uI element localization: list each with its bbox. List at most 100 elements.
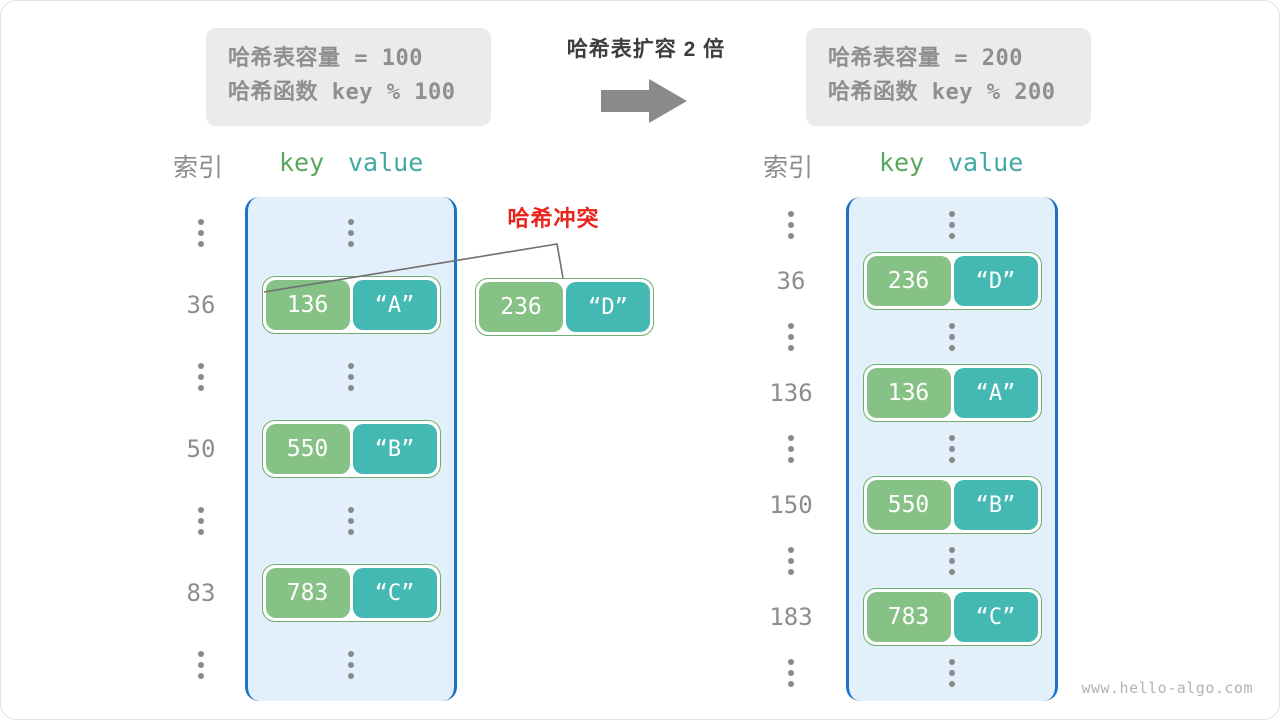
dot — [348, 385, 354, 391]
capacity-line-before: 哈希表容量 = 100 — [228, 46, 423, 71]
vertical-ellipsis-icon — [198, 219, 204, 247]
left-value-header: value — [348, 148, 424, 177]
index-ellipsis — [751, 533, 831, 589]
key-value-pair: 783“C” — [862, 588, 1042, 646]
bucket-ellipsis — [248, 197, 454, 269]
dot — [198, 363, 204, 369]
dot — [949, 681, 955, 687]
dot — [949, 670, 955, 676]
dot — [198, 230, 204, 236]
index-ellipsis — [751, 421, 831, 477]
vertical-ellipsis-icon — [198, 363, 204, 391]
value-cell: “D” — [566, 282, 650, 332]
table-row: 783“C” — [849, 588, 1055, 646]
vertical-ellipsis-icon — [348, 219, 354, 247]
vertical-ellipsis-icon — [198, 651, 204, 679]
dot — [788, 345, 794, 351]
dot — [788, 222, 794, 228]
watermark: www.hello-algo.com — [1081, 679, 1253, 697]
dot — [348, 529, 354, 535]
key-cell: 783 — [866, 592, 951, 642]
key-cell: 136 — [866, 368, 951, 418]
table-row: 783“C” — [248, 557, 454, 629]
right-index-header: 索引 — [763, 153, 814, 182]
key-cell: 550 — [866, 480, 951, 530]
dot — [348, 651, 354, 657]
bucket-ellipsis — [849, 645, 1055, 701]
left-index-header: 索引 — [173, 153, 224, 182]
dot — [949, 569, 955, 575]
index-ellipsis — [751, 197, 831, 253]
table-row: 550“B” — [849, 476, 1055, 534]
dot — [949, 659, 955, 665]
key-value-pair: 136“A” — [862, 364, 1042, 422]
vertical-ellipsis-icon — [949, 323, 955, 351]
dot — [788, 323, 794, 329]
key-cell: 550 — [265, 424, 350, 474]
hash-function-line-before: 哈希函数 key % 100 — [228, 80, 456, 106]
index-label: 136 — [769, 379, 813, 407]
bucket-ellipsis — [849, 533, 1055, 589]
dot — [348, 219, 354, 225]
dot — [788, 659, 794, 665]
dot — [198, 241, 204, 247]
dot — [348, 518, 354, 524]
value-cell: “D” — [953, 256, 1038, 306]
key-value-pair: 550“B” — [862, 476, 1042, 534]
dot — [949, 457, 955, 463]
key-cell: 783 — [265, 568, 350, 618]
dot — [788, 681, 794, 687]
right-value-header: value — [948, 148, 1024, 177]
collision-entry: 236 “D” — [475, 278, 654, 336]
key-value-pair: 550“B” — [261, 420, 441, 478]
collision-label: 哈希冲突 — [507, 206, 600, 231]
dot — [198, 507, 204, 513]
dot — [788, 334, 794, 340]
vertical-ellipsis-icon — [949, 547, 955, 575]
index-label: 150 — [769, 491, 813, 519]
dot — [949, 334, 955, 340]
dot — [788, 457, 794, 463]
capacity-line-after: 哈希表容量 = 200 — [828, 46, 1023, 71]
dot — [949, 323, 955, 329]
dot — [788, 233, 794, 239]
dot — [788, 558, 794, 564]
hash-config-box-before: 哈希表容量 = 100 哈希函数 key % 100 — [206, 28, 491, 127]
expand-caption: 哈希表扩容 2 倍 — [566, 38, 726, 61]
dot — [348, 241, 354, 247]
table-row: 236“D” — [849, 252, 1055, 310]
dot — [949, 233, 955, 239]
bucket-ellipsis — [849, 197, 1055, 253]
dot — [198, 651, 204, 657]
key-value-pair: 236“D” — [862, 252, 1042, 310]
dot — [348, 363, 354, 369]
vertical-ellipsis-icon — [788, 547, 794, 575]
index-ellipsis — [161, 629, 241, 701]
table-row: 136“A” — [248, 269, 454, 341]
dot — [788, 569, 794, 575]
dot — [788, 446, 794, 452]
dot — [198, 529, 204, 535]
bucket-ellipsis — [248, 485, 454, 557]
index-label: 36 — [186, 291, 216, 319]
bucket-ellipsis — [849, 309, 1055, 365]
value-cell: “A” — [352, 280, 437, 330]
dot — [198, 374, 204, 380]
table-row: 550“B” — [248, 413, 454, 485]
index-label: 183 — [769, 603, 813, 631]
dot — [198, 662, 204, 668]
dot — [198, 385, 204, 391]
right-bucket-column: 236“D” 136“A” 550“B” 783“C” — [846, 197, 1058, 701]
value-cell: “A” — [953, 368, 1038, 418]
key-cell: 136 — [265, 280, 350, 330]
dot — [198, 219, 204, 225]
left-key-header: key — [279, 148, 325, 177]
vertical-ellipsis-icon — [788, 323, 794, 351]
index-label: 83 — [186, 579, 216, 607]
bucket-ellipsis — [849, 421, 1055, 477]
index-ellipsis — [751, 645, 831, 701]
vertical-ellipsis-icon — [949, 659, 955, 687]
dot — [788, 670, 794, 676]
dot — [949, 345, 955, 351]
